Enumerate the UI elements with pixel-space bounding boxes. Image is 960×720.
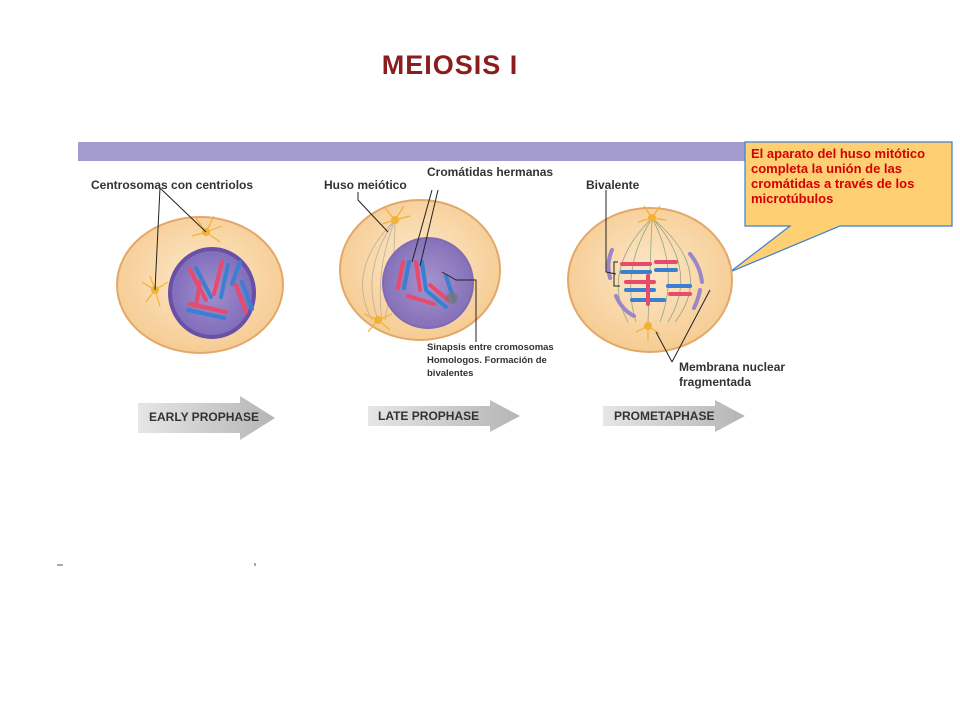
callout-text: El aparato del huso mitótico completa la… [751, 146, 926, 206]
header-band [78, 142, 758, 161]
stage-prometaphase: PROMETAPHASE [614, 409, 715, 423]
label-centrosomas: Centrosomas con centriolos [91, 178, 254, 192]
cell-prometaphase [567, 190, 733, 363]
label-bivalente: Bivalente [586, 178, 640, 192]
page-title: MEIOSIS I [381, 50, 519, 80]
cell-early-prophase [116, 187, 284, 354]
label-huso: Huso meiótico [324, 178, 407, 192]
label-sinapsis-3: bivalentes [427, 368, 474, 379]
label-membrana-1: Membrana nuclear [679, 360, 786, 374]
stage-arrows [138, 396, 745, 440]
stage-early-prophase: EARLY PROPHASE [149, 410, 260, 424]
label-sinapsis-1: Sinapsis entre cromosomas [427, 342, 554, 353]
stage-late-prophase: LATE PROPHASE [378, 409, 480, 423]
label-sinapsis-2: Homologos. Formación de [427, 355, 547, 366]
label-membrana-2: fragmentada [679, 375, 752, 389]
cell-late-prophase [339, 189, 501, 342]
label-cromatidas: Cromátidas hermanas [427, 165, 554, 179]
callout-bubble [729, 141, 953, 273]
